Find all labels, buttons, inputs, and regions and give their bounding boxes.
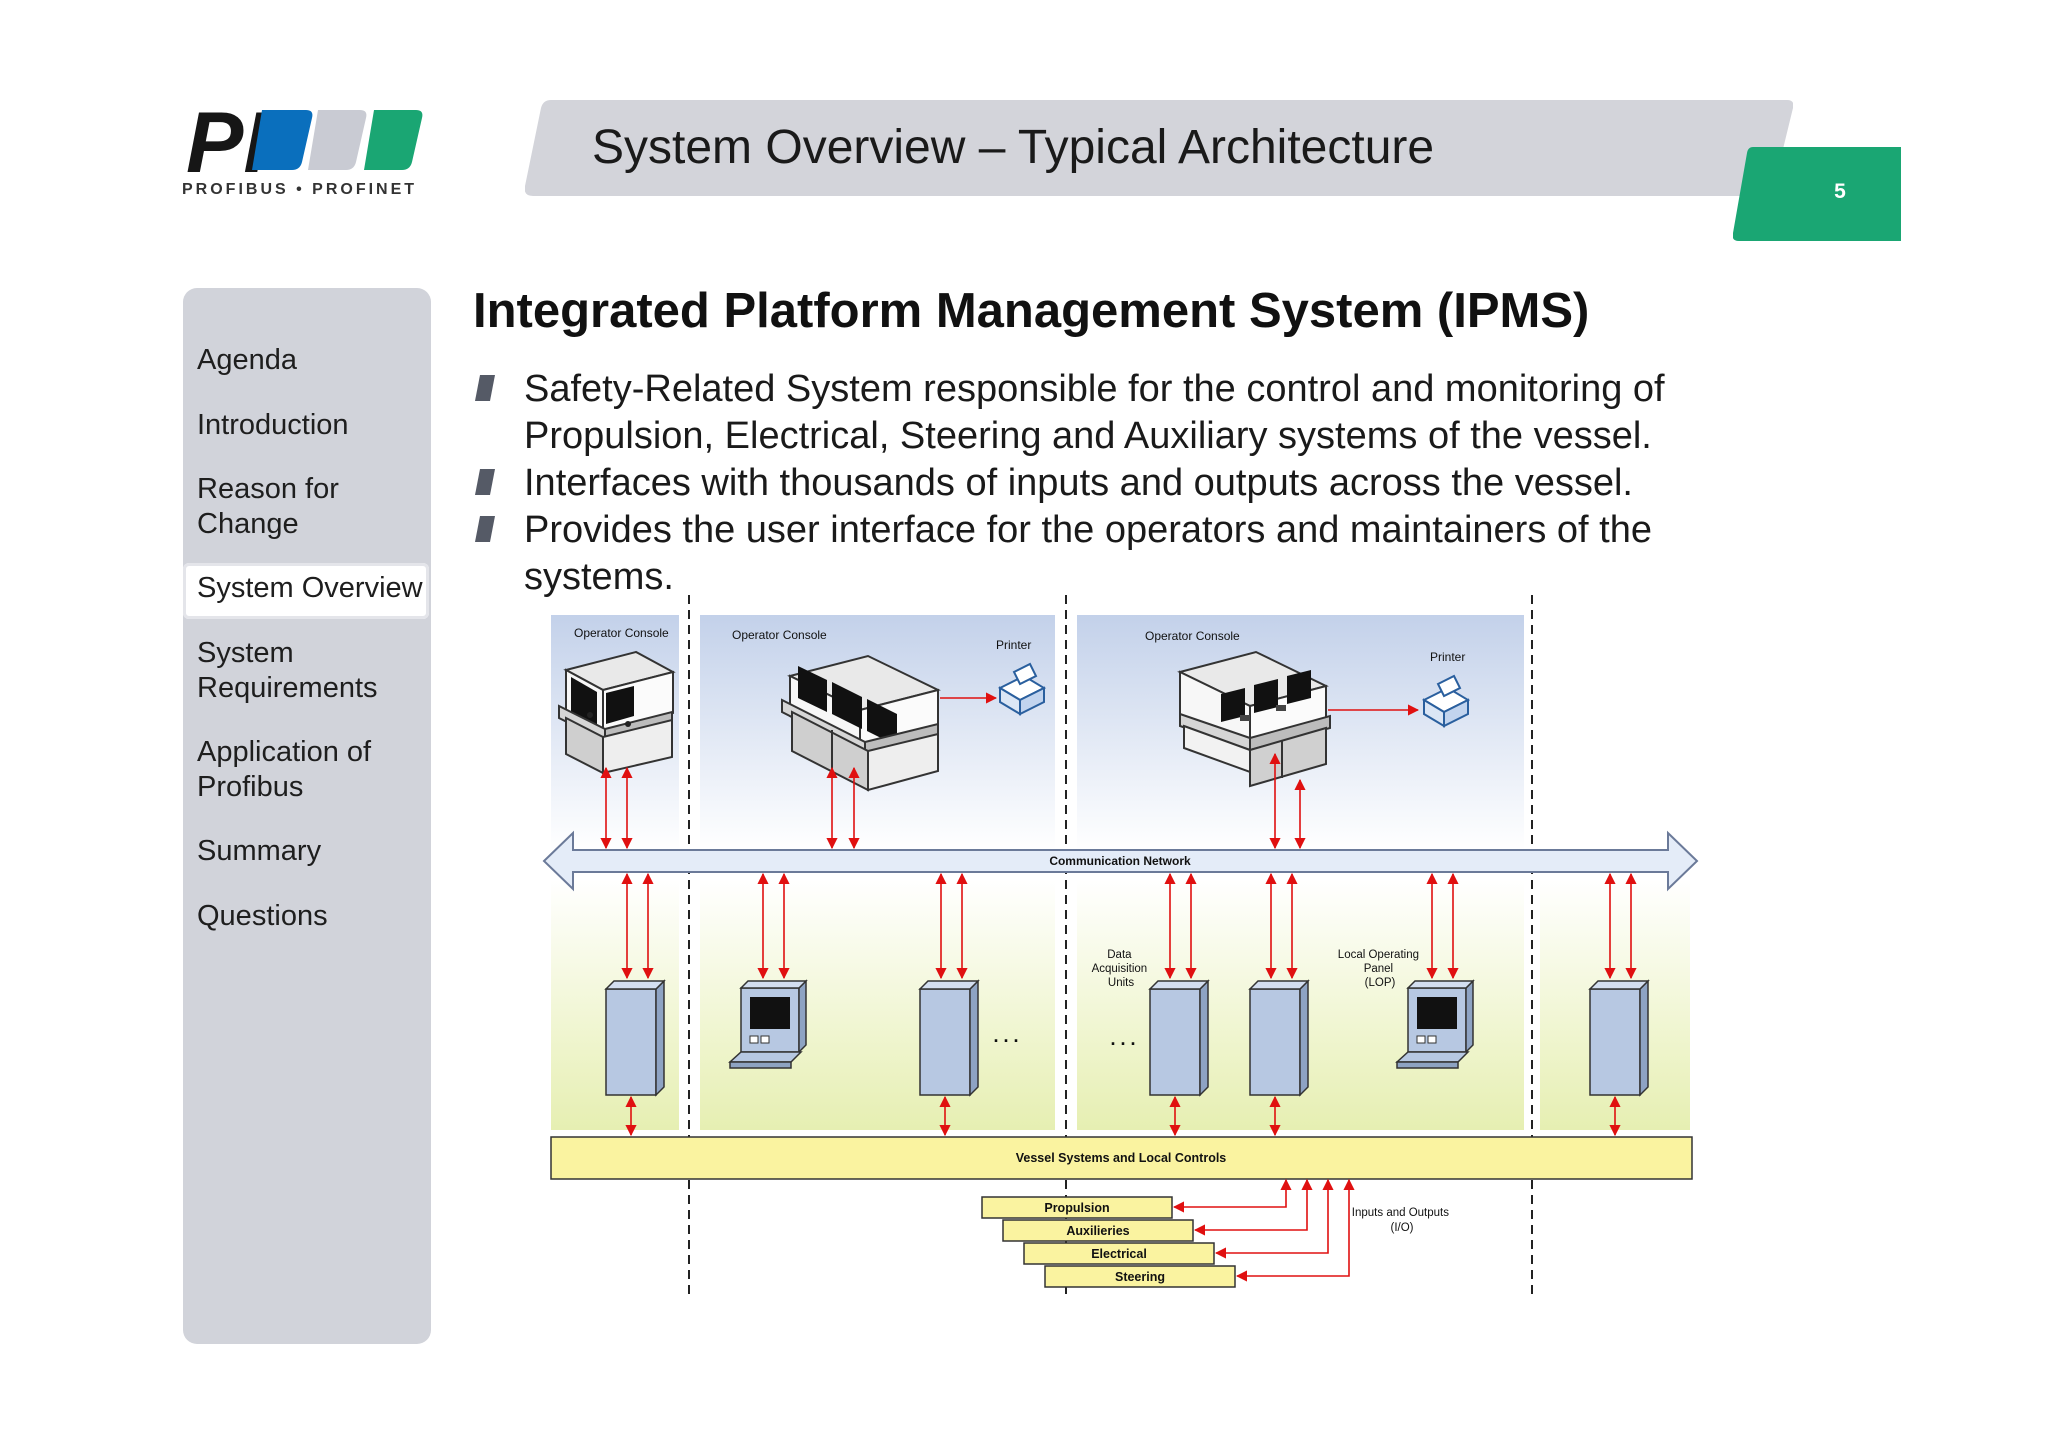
page-number-tab [1733, 147, 1901, 241]
lop-label: Local Operating Panel (LOP) [1338, 949, 1422, 989]
network-device-links [621, 872, 1637, 980]
dau-cabinet-icon [1148, 979, 1210, 1097]
logo-green-block [364, 110, 423, 170]
console-1-label: Operator Console [574, 626, 669, 640]
logo-grey-block [308, 110, 367, 170]
ipms-architecture-diagram: Operator Console Operator Console Printe… [542, 595, 1699, 1295]
bullet-text-2: Interfaces with thousands of inputs and … [524, 462, 1633, 504]
printer-2-icon [1421, 674, 1471, 728]
page-number: 5 [1834, 180, 1846, 203]
dau-cabinet-icon [604, 979, 666, 1097]
nav-item-introduction[interactable]: Introduction [197, 409, 349, 441]
nav-item-system-overview[interactable]: System Overview [197, 572, 423, 604]
dau-cabinets [604, 979, 1650, 1097]
console-3-label: Operator Console [1145, 629, 1240, 643]
operator-console-1 [558, 650, 676, 775]
logo-pi-text: PI [186, 96, 269, 191]
slide-title: System Overview – Typical Architecture [592, 121, 1435, 174]
section-dividers [688, 595, 1533, 1295]
operator-console-3 [1177, 650, 1331, 788]
nav-item-system-requirements[interactable]: System Requirements [197, 637, 378, 704]
subsystem-electrical: Electrical [1091, 1247, 1147, 1261]
nav-item-summary[interactable]: Summary [197, 835, 322, 867]
communication-network-label: Communication Network [1049, 854, 1191, 868]
logo-subtitle: PROFIBUS • PROFINET [182, 181, 417, 198]
subsystem-boxes [981, 1196, 1236, 1288]
nav-item-application-of-profibus[interactable]: Application of Profibus [197, 736, 372, 803]
bullet-text-3: Provides the user interface for the oper… [524, 509, 1652, 598]
device-vessel-links [625, 1095, 1621, 1137]
nav-item-agenda[interactable]: Agenda [197, 344, 297, 376]
logo-blue-block [252, 110, 313, 170]
bullet-icon [475, 469, 495, 495]
console-printer-links [940, 692, 1420, 716]
bullet-text-1: Safety-Related System responsible for th… [524, 368, 1665, 457]
subsystem-auxilieries: Auxilieries [1066, 1224, 1129, 1238]
printer-2-label: Printer [1430, 650, 1465, 664]
bullet-icon [475, 375, 495, 401]
ellipsis-2: . . . [1110, 1029, 1135, 1049]
ellipsis-1: . . . [993, 1026, 1018, 1046]
nav-item-reason-for-change[interactable]: Reason for Change [197, 473, 339, 540]
profibus-profinet-logo: PI PROFIBUS • PROFINET [182, 96, 423, 198]
vessel-systems-label: Vessel Systems and Local Controls [1016, 1151, 1227, 1165]
io-label: Inputs and Outputs (I/O) [1352, 1207, 1452, 1234]
dau-cabinet-icon [918, 979, 980, 1097]
printer-1-label: Printer [996, 638, 1031, 652]
title-bar [525, 100, 1793, 196]
dau-cabinet-icon [1588, 979, 1650, 1097]
communication-network-arrow [542, 830, 1699, 892]
dau-cabinet-icon [1248, 979, 1310, 1097]
io-links [1172, 1178, 1355, 1282]
operator-console-2 [781, 654, 941, 792]
subsystem-propulsion: Propulsion [1044, 1201, 1109, 1215]
sidebar [183, 288, 431, 1344]
nav-item-questions[interactable]: Questions [197, 900, 328, 932]
nav-active-highlight [183, 563, 429, 619]
console-2-label: Operator Console [732, 628, 827, 642]
printer-1-icon [997, 662, 1047, 716]
subsystem-steering: Steering [1115, 1270, 1165, 1284]
vessel-systems-bar [550, 1136, 1693, 1180]
console-network-links [600, 752, 1306, 850]
bullet-icon [475, 516, 495, 542]
content-heading: Integrated Platform Management System (I… [473, 284, 1590, 338]
lop-terminal-icon [728, 979, 808, 1069]
lop-terminal-icon [1395, 979, 1475, 1069]
dau-label: Data Acquisition Units [1092, 949, 1151, 989]
